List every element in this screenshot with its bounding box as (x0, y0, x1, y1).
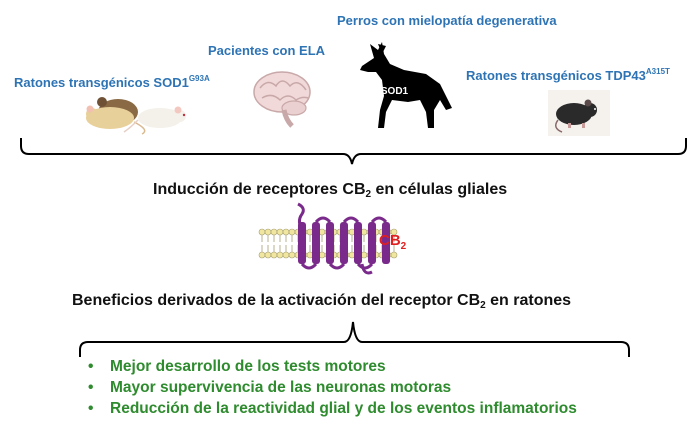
receptor-helix (326, 222, 334, 264)
cb2-receptor-label-sub: 2 (400, 241, 407, 252)
sod1-mice-text: Ratones transgénicos SOD1 (14, 75, 189, 90)
als-patients-label: Pacientes con ELA (208, 43, 326, 58)
brain-illustration (253, 71, 311, 128)
induction-text-before: Inducción de receptores CB (153, 181, 366, 198)
induction-text: Inducción de receptores CB2 en células g… (153, 181, 507, 200)
bullet-point: • (88, 379, 94, 396)
tdp43-mouse-illustration (548, 90, 610, 136)
list-item-text: Reducción de la reactividad glial y de l… (110, 400, 577, 417)
benefits-text-after: en ratones (485, 292, 572, 309)
list-item: • Mejor desarrollo de los tests motores (88, 358, 577, 379)
receptor-loop (314, 216, 332, 224)
receptor-c-terminus (360, 263, 373, 275)
receptor-helix (340, 222, 348, 264)
receptor-helix (298, 222, 306, 264)
benefits-text: Beneficios derivados de la activación de… (72, 292, 571, 311)
receptor-loop (300, 262, 318, 270)
sod1-mutation-sup: G93A (188, 74, 210, 83)
receptor-loop (356, 262, 374, 270)
list-item-text: Mayor supervivencia de las neuronas moto… (110, 379, 452, 396)
induction-text-after: en células gliales (371, 181, 508, 198)
receptor-helix (354, 222, 362, 264)
receptor-helix (382, 222, 390, 264)
receptor-loop (328, 262, 346, 270)
sod1-mice-illustration (86, 97, 186, 135)
receptor-helix (312, 222, 320, 264)
receptor-loop (342, 216, 360, 224)
tdp43-mutation-sup: A315T (645, 67, 670, 76)
bullet-point: • (88, 400, 94, 417)
sod1-mice-label: Ratones transgénicos SOD1G93A (14, 74, 210, 90)
lipid-head (390, 228, 398, 236)
induction-subscript: 2 (365, 189, 372, 200)
tdp43-mice-label: Ratones transgénicos TDP43A315T (466, 67, 670, 83)
receptor-helix (368, 222, 376, 264)
benefits-subscript: 2 (480, 300, 486, 311)
bullet-point: • (88, 358, 94, 375)
benefits-list: • Mejor desarrollo de los tests motores … (88, 358, 577, 421)
dog-silhouette (360, 42, 452, 128)
receptor-loop (370, 216, 388, 224)
list-item: • Reducción de la reactividad glial y de… (88, 400, 577, 421)
cb2-receptor-label-main: CB (379, 232, 401, 249)
tdp43-mice-text: Ratones transgénicos TDP43 (466, 68, 646, 83)
list-item: • Mayor supervivencia de las neuronas mo… (88, 379, 577, 400)
cb2-receptor-label: CB2 (379, 232, 406, 252)
dog-badge: mSOD1 (372, 86, 409, 97)
benefits-text-before: Beneficios derivados de la activación de… (72, 292, 481, 309)
dogs-label: Perros con mielopatía degenerativa (337, 13, 557, 28)
list-item-text: Mejor desarrollo de los tests motores (110, 358, 386, 375)
lipid-head (390, 251, 398, 259)
